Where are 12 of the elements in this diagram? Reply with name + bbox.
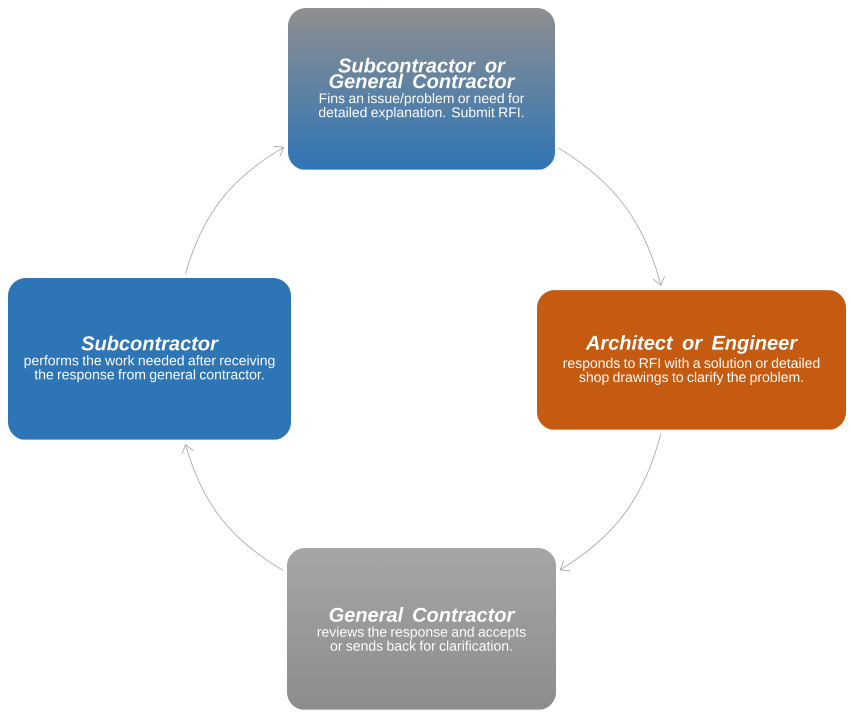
- box-text: performs the work needed after receiving the response from general contractor.: [24, 355, 274, 382]
- box-text: responds to RFI with a solution or detailed shop drawings to clarify the problem.: [564, 358, 820, 385]
- box-text: reviews the response and accepts or sends back for clarification.: [318, 626, 526, 651]
- box-text: Fins an issue/problem or need for detailed explanation. Submit RFI.: [318, 92, 524, 120]
- box-heading: Architect or Engineer: [586, 335, 798, 354]
- arrow: [560, 434, 662, 572]
- box-heading: General Contractor: [330, 607, 516, 622]
- arrow: [558, 148, 666, 286]
- arrow: [182, 444, 284, 571]
- arrow: [185, 146, 284, 274]
- box-heading: Subcontractor: [81, 336, 219, 350]
- box-heading: Subcontractor or General Contractor: [330, 58, 516, 88]
